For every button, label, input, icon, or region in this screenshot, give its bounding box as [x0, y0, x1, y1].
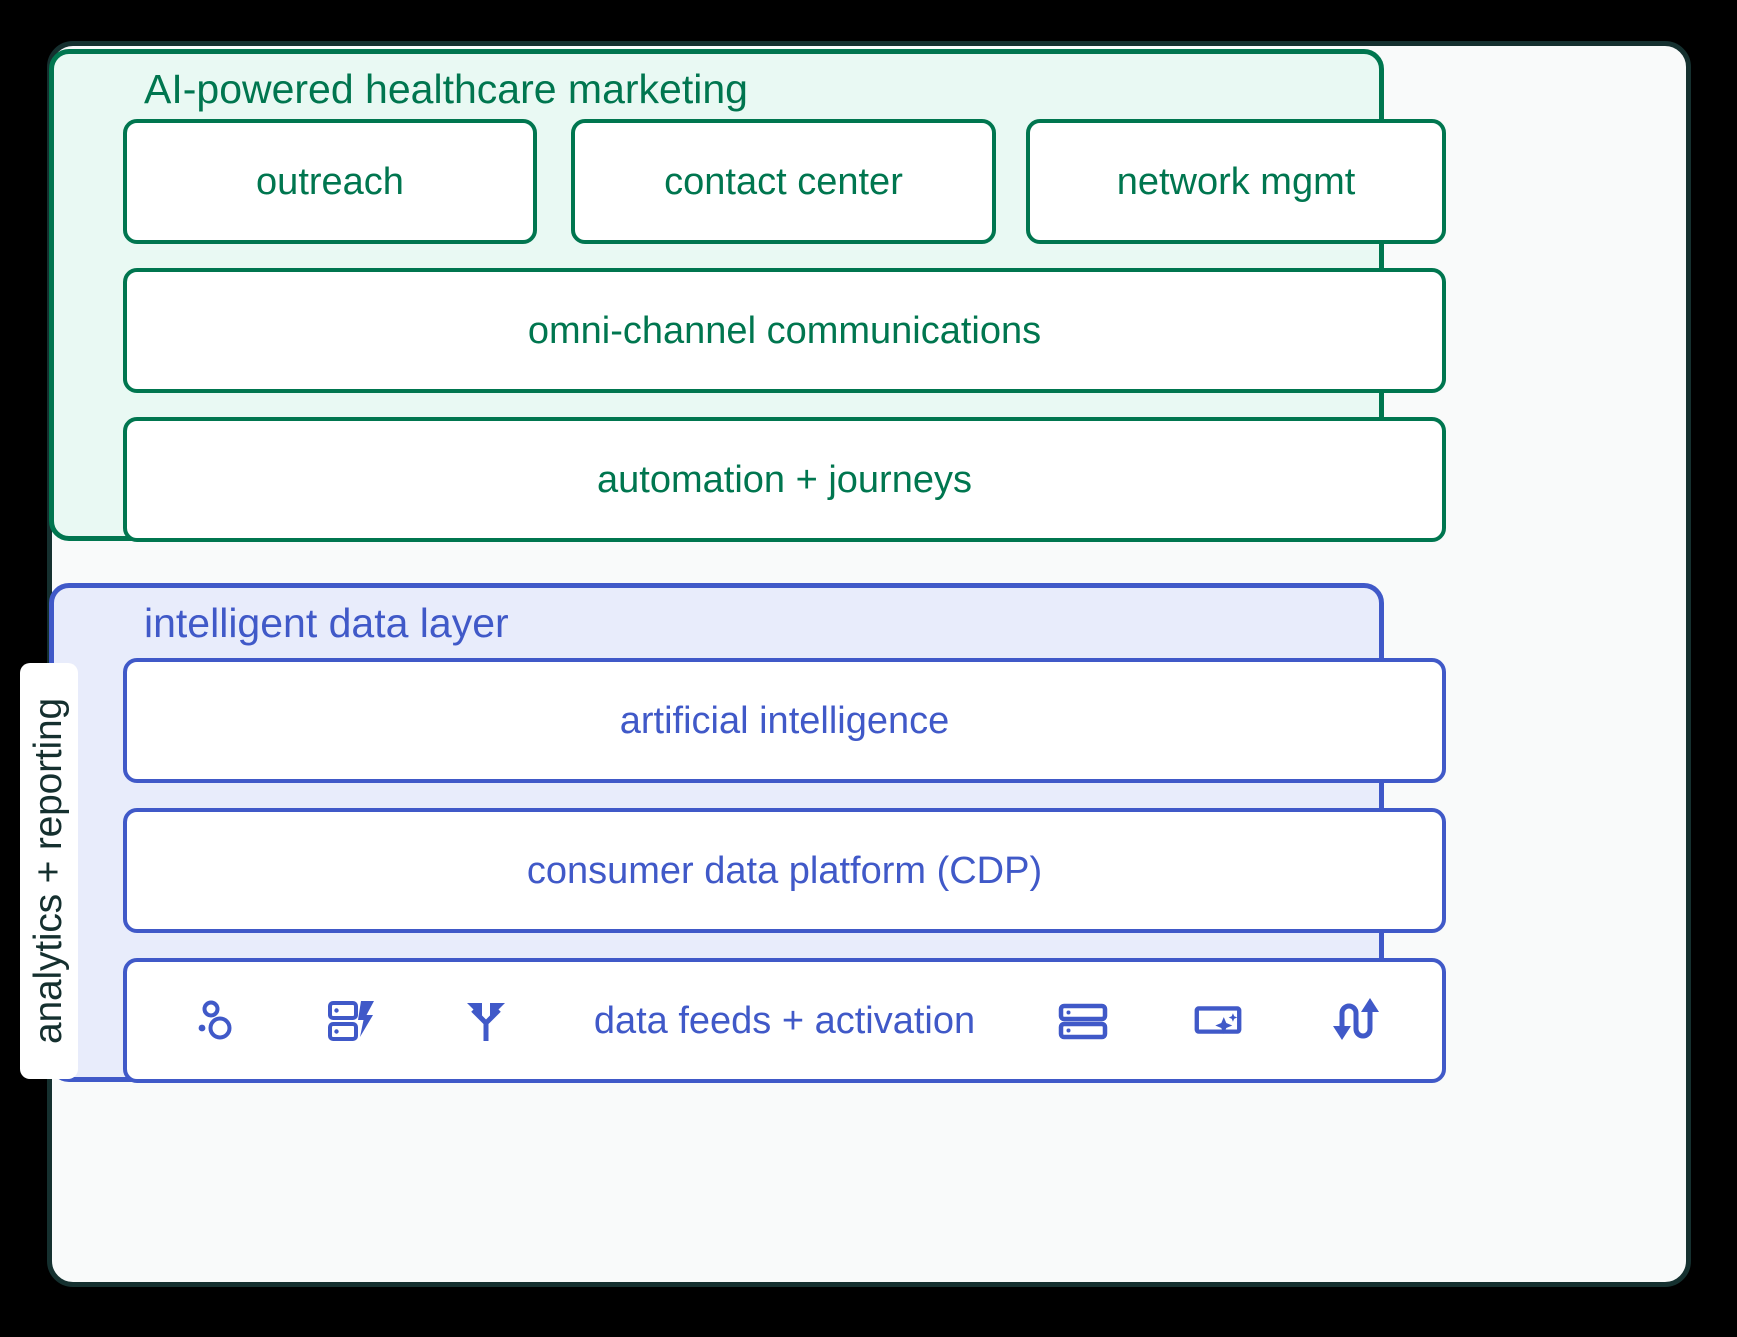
display-sparkle-icon — [1191, 994, 1245, 1048]
swap-vertical-icon — [1326, 994, 1380, 1048]
box-outreach[interactable]: outreach — [123, 119, 537, 244]
box-omni-channel-communications-label: omni-channel communications — [527, 309, 1042, 352]
box-outreach-label: outreach — [256, 160, 404, 203]
box-automation-journeys[interactable]: automation + journeys — [123, 417, 1446, 542]
box-artificial-intelligence[interactable]: artificial intelligence — [123, 658, 1446, 783]
bubble-chart-icon — [189, 994, 243, 1048]
box-consumer-data-platform[interactable]: consumer data platform (CDP) — [123, 808, 1446, 933]
box-network-mgmt-label: network mgmt — [1116, 160, 1356, 203]
side-label-analytics-reporting: analytics + reporting — [20, 663, 78, 1079]
group-legend-intelligent-data-layer: intelligent data layer — [130, 596, 523, 653]
group-legend-ai-powered-healthcare-marketing: AI-powered healthcare marketing — [130, 62, 762, 119]
box-omni-channel-communications[interactable]: omni-channel communications — [123, 268, 1446, 393]
box-consumer-data-platform-label: consumer data platform (CDP) — [526, 849, 1043, 892]
database-lightning-icon — [324, 994, 378, 1048]
box-contact-center-label: contact center — [664, 160, 903, 203]
box-contact-center[interactable]: contact center — [571, 119, 996, 244]
storage-stack-icon — [1056, 994, 1110, 1048]
call-split-icon — [459, 994, 513, 1048]
box-automation-journeys-label: automation + journeys — [597, 458, 972, 501]
side-label-text: analytics + reporting — [27, 698, 70, 1044]
box-artificial-intelligence-label: artificial intelligence — [619, 699, 950, 742]
box-data-feeds-activation-label: data feeds + activation — [593, 999, 976, 1042]
box-network-mgmt[interactable]: network mgmt — [1026, 119, 1446, 244]
box-data-feeds-activation[interactable]: data feeds + activation — [123, 958, 1446, 1083]
